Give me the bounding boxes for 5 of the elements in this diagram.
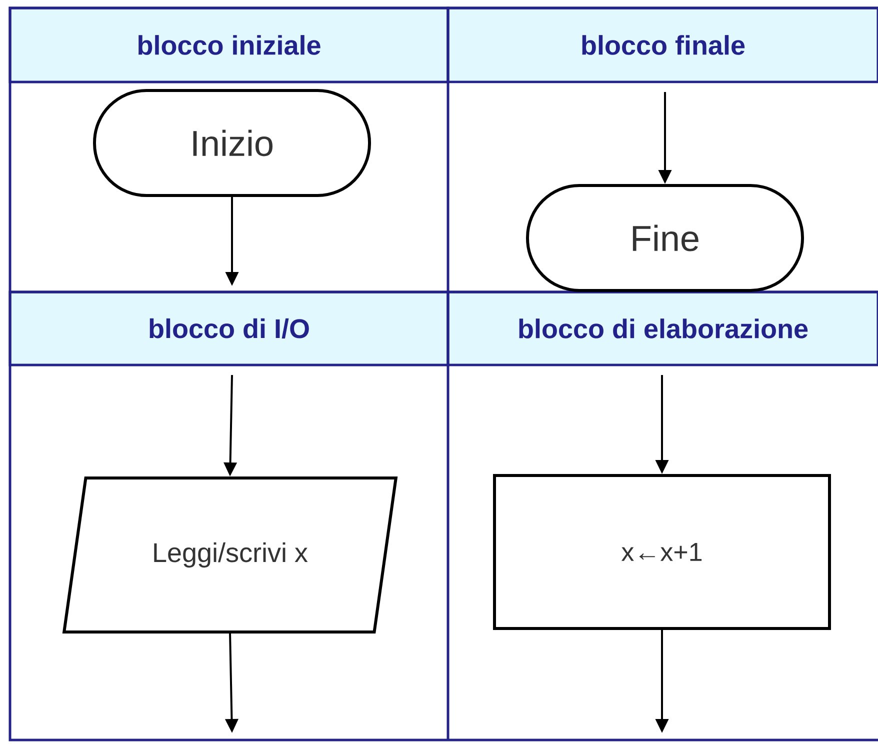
process-box: x←x+1 [493,474,831,630]
header-cell: blocco di I/O [8,290,450,366]
header-cell: blocco finale [446,6,878,84]
header-cell: blocco di elaborazione [446,290,878,366]
header-cell: blocco iniziale [8,6,450,84]
